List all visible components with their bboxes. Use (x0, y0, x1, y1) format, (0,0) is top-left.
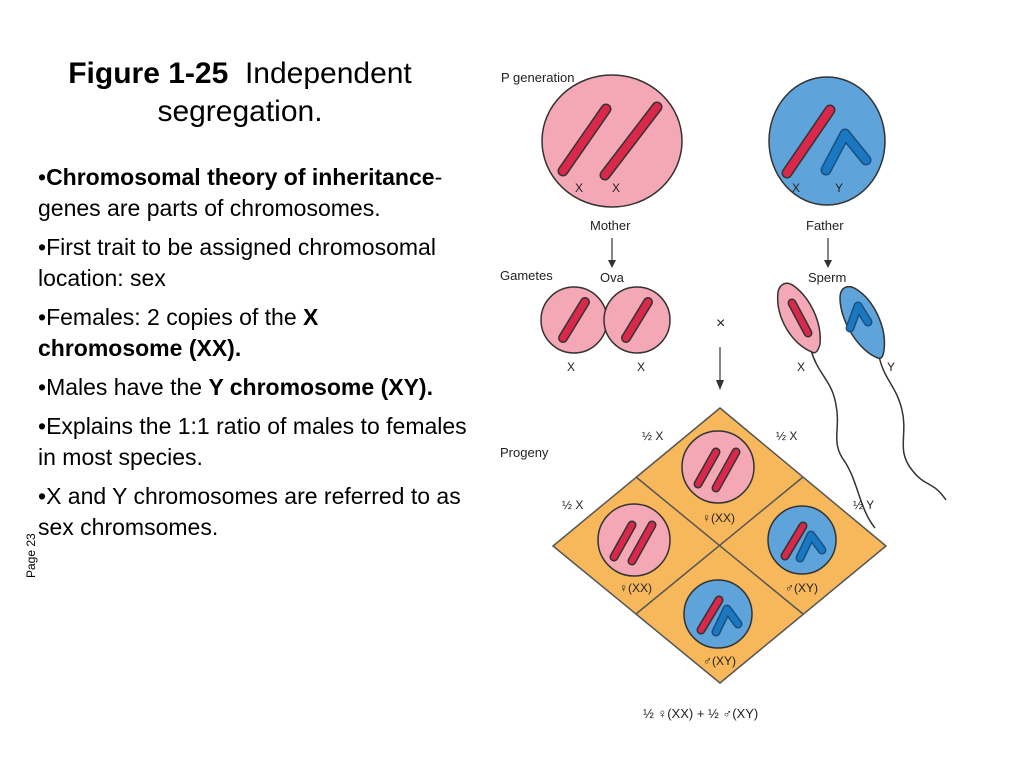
bullet-3: •Females: 2 copies of the X chromosome (… (38, 304, 319, 361)
progeny-bottom-label: ♂(XY) (703, 654, 736, 668)
progeny-male-bottom (683, 579, 753, 649)
gametes-label: Gametes (500, 268, 553, 283)
bullet-5: •Explains the 1:1 ratio of males to fema… (38, 413, 467, 470)
ovum-x2-label: X (637, 360, 645, 374)
sperm-label: Sperm (808, 270, 846, 285)
mother-x2-label: X (612, 181, 620, 195)
y-chromosome (847, 303, 871, 331)
ova-half-x-left: ½ X (562, 498, 583, 512)
father-y-label: Y (835, 181, 843, 195)
father-x-label: X (792, 181, 800, 195)
sperm-y-label: Y (887, 360, 895, 374)
cross-symbol: × (716, 315, 725, 332)
bullet-2: •First trait to be assigned chromosomal … (38, 234, 436, 291)
figure-number: Figure 1-25 (68, 57, 229, 90)
sperm-half-x-top: ½ X (776, 429, 797, 443)
mother-x1-label: X (575, 181, 583, 195)
mother-label: Mother (590, 218, 631, 233)
bullet-6: •X and Y chromosomes are referred to as … (38, 483, 461, 540)
x-chromosome (622, 298, 652, 342)
progeny-top-label: ♀(XX) (702, 511, 735, 525)
ova-label: Ova (600, 270, 625, 285)
x-chromosome (559, 298, 589, 342)
sperm-half-y-right: ½ Y (853, 498, 874, 512)
progeny-male-right (767, 505, 837, 575)
progeny-female-left (597, 503, 671, 577)
y-sperm-cell (839, 286, 886, 360)
father-label: Father (806, 218, 844, 233)
progeny-left-label: ♀(XX) (619, 581, 652, 595)
progeny-ratio-result: ½ ♀(XX) + ½ ♂(XY) (643, 706, 758, 721)
progeny-label: Progeny (500, 445, 549, 460)
mother-cell (541, 74, 683, 208)
y-chromosome (822, 130, 870, 174)
progeny-right-label: ♂(XY) (785, 581, 818, 595)
ovum-x1-label: X (567, 360, 575, 374)
x-chromosome (559, 105, 610, 175)
figure-caption: Independent segregation. (157, 57, 412, 128)
x-chromosome (789, 300, 811, 336)
bullet-list: •Chromosomal theory of inheritance-genes… (38, 162, 468, 551)
bullet-4: •Males have the Y chromosome (XY). (38, 374, 433, 400)
progeny-female-top (681, 430, 755, 504)
sperm-x-label: X (797, 360, 805, 374)
ova-half-x-top: ½ X (642, 429, 663, 443)
x-chromosome (783, 106, 834, 177)
x-chromosome (601, 103, 661, 179)
p-generation-label: P generation (501, 70, 575, 85)
bullet-1: •Chromosomal theory of inheritance-genes… (38, 164, 443, 221)
father-cell (768, 76, 886, 206)
slide-title: Figure 1-25 Independent segregation. (30, 55, 450, 131)
